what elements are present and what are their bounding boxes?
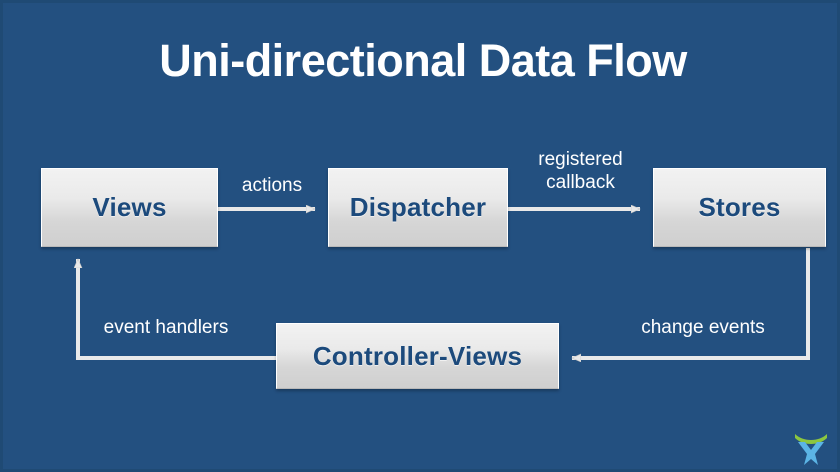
edge-stores-to-controller xyxy=(572,248,810,358)
edge-label-actions: actions xyxy=(241,175,303,196)
edge-label-registered-callback: registered callback xyxy=(538,149,623,193)
edge-controller-to-views xyxy=(78,259,276,360)
node-controller-views[interactable]: Controller-Views xyxy=(276,323,559,389)
node-views[interactable]: Views xyxy=(41,168,218,247)
edge-label-event-handlers: event handlers xyxy=(103,317,229,338)
edge-label-change-events: change events xyxy=(641,317,765,338)
exoplatform-logo-icon xyxy=(795,434,827,465)
node-dispatcher[interactable]: Dispatcher xyxy=(328,168,508,247)
node-stores[interactable]: Stores xyxy=(653,168,826,247)
page-title: Uni-directional Data Flow xyxy=(159,35,687,86)
